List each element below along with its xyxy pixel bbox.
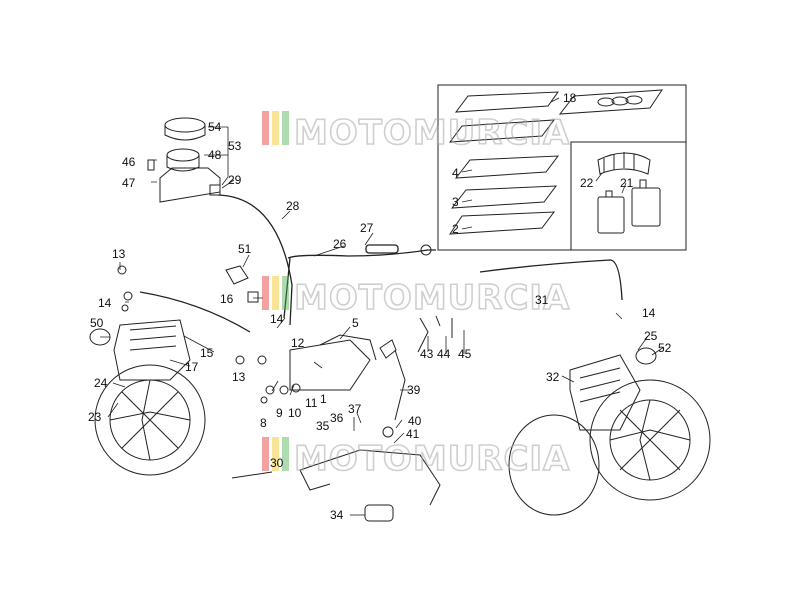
part-label: 9	[276, 406, 283, 420]
watermark-stripe	[262, 276, 269, 310]
pads-kit-box	[437, 84, 687, 251]
watermark-stripe	[272, 276, 279, 310]
part-label: 13	[232, 370, 246, 384]
part-label: 35	[316, 419, 330, 433]
part-label: 44	[437, 347, 451, 361]
part-label: 50	[90, 316, 104, 330]
watermark-text: MOTOMURCIA	[294, 113, 570, 153]
part-label: 1	[320, 392, 327, 406]
watermark-middle: MOTOMURCIA	[262, 276, 570, 319]
watermark-stripe	[282, 276, 289, 310]
part-label: 5	[352, 316, 359, 330]
leader-lines	[100, 97, 665, 516]
part-label: 28	[286, 199, 300, 213]
part-label: 31	[535, 293, 549, 307]
part-label: 10	[288, 406, 302, 420]
part-label: 53	[228, 139, 242, 153]
part-label: 32	[546, 370, 560, 384]
part-label: 27	[360, 221, 374, 235]
part-label: 14	[98, 296, 112, 310]
watermark-text: MOTOMURCIA	[294, 278, 570, 318]
part-label: 43	[420, 347, 434, 361]
part-labels: 54 53 48 46 47 29 28 27 26 51 16 14 12 1…	[88, 91, 672, 522]
part-label: 25	[644, 329, 658, 343]
watermark-stripe	[262, 111, 269, 145]
part-label: 39	[407, 383, 421, 397]
watermark-top: MOTOMURCIA	[262, 111, 570, 154]
part-label: 8	[260, 416, 267, 430]
part-label: 3	[452, 195, 459, 209]
part-label: 18	[563, 91, 577, 105]
part-label: 16	[220, 292, 234, 306]
part-label: 13	[112, 247, 126, 261]
watermark-stripe	[272, 437, 279, 471]
watermark-stripe	[282, 111, 289, 145]
part-label: 26	[333, 237, 347, 251]
part-label: 40	[408, 414, 422, 428]
front-master-cylinder	[147, 117, 221, 203]
part-label: 30	[270, 456, 284, 470]
watermark-text: MOTOMURCIA	[294, 439, 570, 479]
part-label: 4	[452, 166, 459, 180]
part-label: 24	[94, 376, 108, 390]
watermark-bottom: MOTOMURCIA	[262, 437, 570, 480]
part-label: 12	[291, 336, 305, 350]
right-front-brake	[508, 347, 711, 516]
part-label: 45	[458, 347, 472, 361]
part-label: 37	[348, 402, 362, 416]
part-label: 23	[88, 410, 102, 424]
part-label: 2	[452, 222, 459, 236]
part-label: 14	[270, 312, 284, 326]
watermark-stripe	[272, 111, 279, 145]
part-label: 54	[208, 120, 222, 134]
part-label: 51	[238, 242, 252, 256]
part-label: 47	[122, 176, 136, 190]
part-label: 17	[185, 360, 199, 374]
watermark-stripe	[282, 437, 289, 471]
rear-brake-linkage	[225, 244, 453, 522]
part-label: 15	[200, 346, 214, 360]
part-label: 21	[620, 176, 634, 190]
part-label: 34	[330, 508, 344, 522]
part-label: 29	[228, 173, 242, 187]
watermark-stripe	[262, 437, 269, 471]
part-label: 46	[122, 155, 136, 169]
brake-lines	[139, 194, 623, 333]
part-label: 22	[580, 176, 594, 190]
part-label: 14	[642, 306, 656, 320]
part-label: 41	[406, 427, 420, 441]
part-label: 48	[208, 148, 222, 162]
part-label: 36	[330, 411, 344, 425]
part-label: 52	[658, 341, 672, 355]
part-label: 11	[305, 396, 318, 410]
